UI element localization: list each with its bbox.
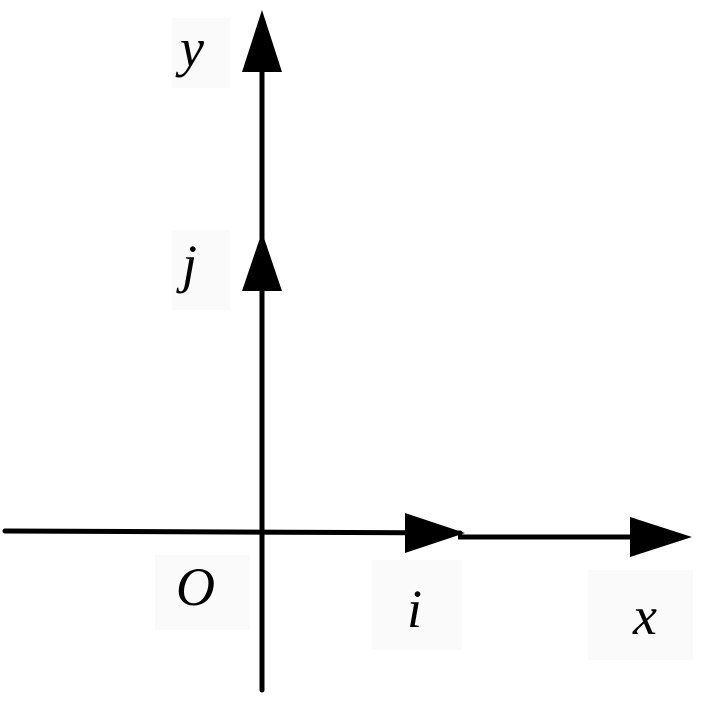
label-box-o [155, 555, 250, 630]
x-axis-arrowhead [630, 517, 692, 557]
j-vector-label: j [176, 234, 197, 294]
i-vector-label: i [407, 579, 422, 639]
origin-label: O [176, 557, 215, 617]
i-vector-arrowhead [405, 513, 465, 553]
label-box-x [588, 570, 693, 660]
y-axis-arrowhead [242, 10, 282, 72]
label-box-j [172, 230, 230, 310]
j-vector-arrowhead [242, 232, 282, 291]
x-axis-segment-1 [2, 528, 463, 536]
label-box-i [372, 560, 462, 650]
label-box-y [172, 18, 230, 88]
y-axis-label: y [175, 18, 204, 78]
x-axis-label: x [632, 586, 657, 646]
